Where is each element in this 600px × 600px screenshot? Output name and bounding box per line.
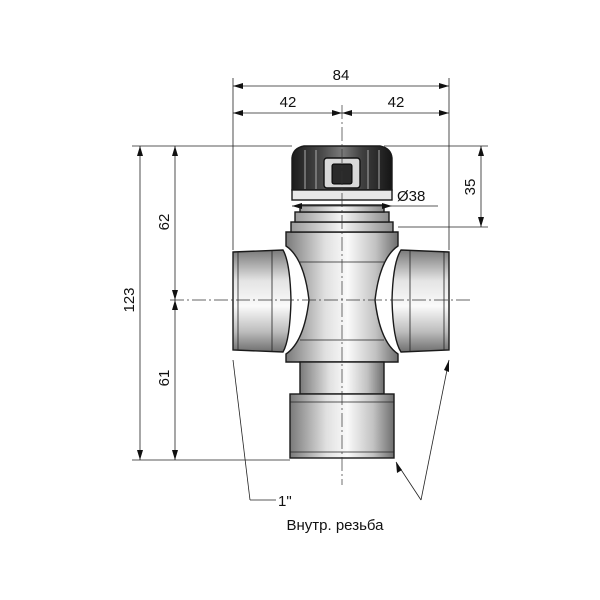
dim-half-width-left: 42 (280, 94, 297, 111)
dim-lower-height: 61 (156, 370, 173, 387)
thread-leaders (232, 359, 450, 501)
cap-diameter-dimension (292, 203, 438, 209)
dim-upper-height: 62 (156, 214, 173, 231)
cap-height-dimension (384, 145, 488, 228)
left-height-dimensions (132, 145, 292, 461)
dim-half-width-right: 42 (388, 94, 405, 111)
valve-body (232, 145, 450, 459)
top-dimensions (232, 78, 450, 250)
dim-total-width: 84 (333, 67, 350, 84)
dim-total-height: 123 (121, 287, 138, 312)
dim-cap-height: 35 (462, 179, 479, 196)
right-port (391, 249, 450, 353)
center-lines (170, 105, 470, 485)
thread-type-label: Внутр. резьба (287, 517, 385, 534)
center-body (285, 231, 399, 363)
dim-cap-diameter: Ø38 (397, 188, 425, 205)
left-port (232, 249, 292, 353)
thread-size-label: 1" (278, 493, 292, 510)
